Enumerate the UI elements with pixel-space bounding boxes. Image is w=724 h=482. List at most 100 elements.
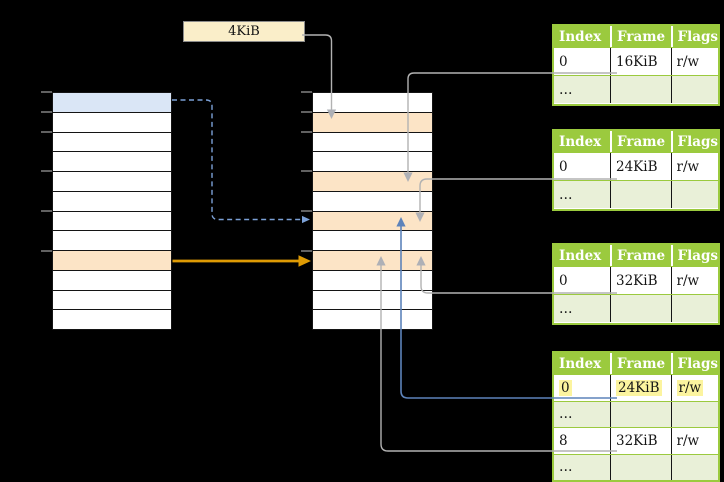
memory-row xyxy=(313,310,432,329)
page-table-row: … xyxy=(554,453,719,480)
column-header: Frame xyxy=(610,26,671,47)
table-cell: 8 xyxy=(559,432,568,449)
left-row0-mapping-line xyxy=(172,99,301,221)
column-header: Frame xyxy=(610,353,671,374)
table-cell xyxy=(670,295,719,322)
table-cell xyxy=(610,454,671,480)
table-cell xyxy=(610,401,671,427)
table-cell xyxy=(610,181,671,208)
page-table-row: 0 24KiB r/w xyxy=(554,374,718,401)
page-table-row: … xyxy=(554,180,718,208)
table-cell xyxy=(670,76,719,103)
table-cell: … xyxy=(559,459,573,476)
memory-row xyxy=(53,93,171,113)
table-cell: 24KiB xyxy=(610,375,671,401)
table-cell xyxy=(670,401,719,427)
table-cell: 0 xyxy=(559,158,568,175)
table-cell: r/w xyxy=(670,375,719,401)
memory-row xyxy=(53,310,171,329)
address-tick xyxy=(301,249,312,252)
memory-row xyxy=(53,132,171,153)
memory-row xyxy=(313,152,432,172)
memory-row xyxy=(313,132,432,153)
page-table-row: … xyxy=(554,294,718,322)
memory-row xyxy=(53,290,171,311)
memory-row xyxy=(313,112,432,133)
middle-memory-column xyxy=(312,92,433,330)
column-header: Flags xyxy=(670,353,718,374)
table-cell: 0 xyxy=(554,375,610,401)
address-tick xyxy=(41,130,52,133)
left-memory-column xyxy=(52,92,172,330)
table-cell: r/w xyxy=(670,153,719,180)
table-cell xyxy=(610,295,671,322)
memory-row xyxy=(53,231,171,251)
highlighted-value: 24KiB xyxy=(616,379,662,396)
memory-row xyxy=(53,211,171,232)
address-tick xyxy=(41,110,52,113)
table-cell: … xyxy=(559,186,573,203)
table-cell xyxy=(670,181,719,208)
memory-row xyxy=(313,290,432,311)
memory-row xyxy=(313,93,432,113)
address-tick xyxy=(41,170,52,173)
memory-row xyxy=(313,191,432,212)
address-tick xyxy=(41,249,52,252)
memory-row xyxy=(53,112,171,133)
page-size-label-box: 4KiB xyxy=(183,21,305,42)
memory-row xyxy=(313,172,432,192)
table-cell: r/w xyxy=(670,428,719,454)
table-cell xyxy=(610,76,671,103)
address-tick xyxy=(41,91,52,93)
address-tick xyxy=(301,210,312,212)
address-tick xyxy=(301,170,312,173)
memory-row xyxy=(53,191,171,212)
memory-row xyxy=(53,152,171,172)
column-header: Index xyxy=(559,355,602,372)
address-tick xyxy=(41,210,52,212)
highlighted-value: r/w xyxy=(676,379,704,396)
memory-row xyxy=(53,270,171,291)
column-header: Frame xyxy=(610,245,671,266)
left-row0-mapping-arrowhead-icon xyxy=(302,215,310,224)
memory-row xyxy=(313,251,432,271)
page-table-row: … xyxy=(554,75,718,103)
table-cell xyxy=(670,454,719,480)
column-header: Flags xyxy=(670,26,718,47)
column-header: Index xyxy=(559,28,602,45)
table-cell: 16KiB xyxy=(610,48,671,75)
column-header: Frame xyxy=(610,131,671,152)
memory-row xyxy=(313,270,432,291)
table-cell: 24KiB xyxy=(610,153,671,180)
page-size-label: 4KiB xyxy=(228,24,260,39)
highlighted-value: 0 xyxy=(559,379,572,396)
table-cell: r/w xyxy=(670,48,719,75)
left-row8-mapping-arrowhead-icon xyxy=(298,255,311,267)
table-cell: … xyxy=(559,81,573,98)
address-tick xyxy=(301,110,312,113)
column-header: Index xyxy=(559,133,602,150)
table-cell: … xyxy=(559,406,573,423)
memory-row xyxy=(53,251,171,271)
table-cell: 0 xyxy=(559,272,568,289)
memory-row xyxy=(313,211,432,232)
address-tick xyxy=(301,91,312,93)
table-cell: r/w xyxy=(670,267,719,294)
column-header: Flags xyxy=(670,245,718,266)
column-header: Flags xyxy=(670,131,718,152)
table-cell: 32KiB xyxy=(610,267,671,294)
memory-row xyxy=(313,231,432,251)
